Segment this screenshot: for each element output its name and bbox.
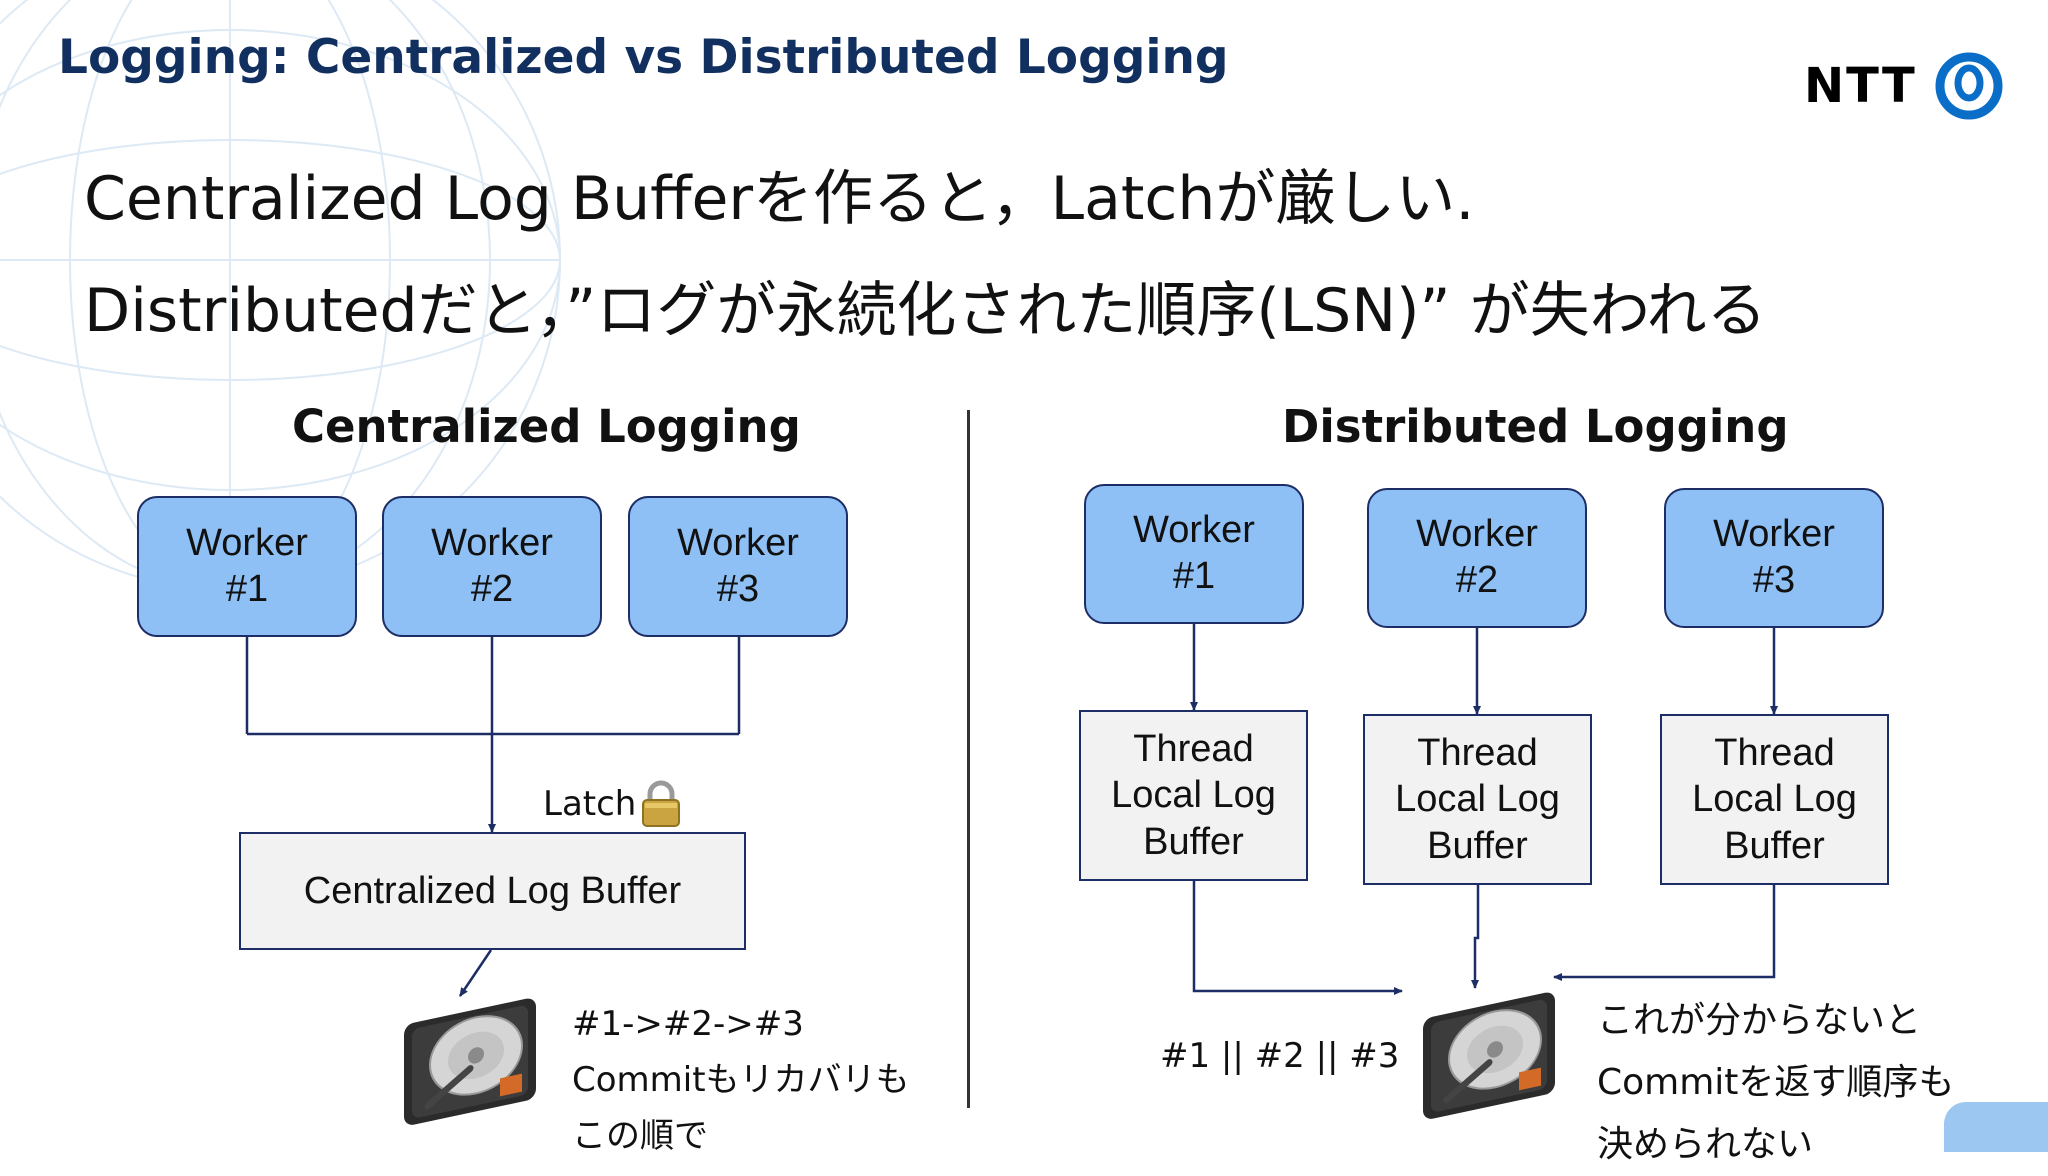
buffer-line: Buffer bbox=[1724, 824, 1825, 867]
centralized-commit-note: #1->#2->#3 Commitもリカバリも この順で bbox=[572, 996, 910, 1164]
centralized-arrow-to-disk bbox=[458, 949, 493, 997]
note-line: この順で bbox=[572, 1116, 708, 1156]
centralized-log-buffer: Centralized Log Buffer bbox=[239, 832, 746, 950]
logo-text: NTT bbox=[1804, 58, 1917, 114]
lock-icon bbox=[642, 780, 681, 827]
buffer-line: Local Log bbox=[1111, 774, 1276, 817]
buffer-label: Centralized Log Buffer bbox=[303, 869, 682, 912]
parallel-order-label: #1 || #2 || #3 bbox=[1160, 1036, 1400, 1076]
worker-label: Worker bbox=[1133, 509, 1255, 552]
latch-label: Latch bbox=[543, 780, 682, 828]
thread-local-log-buffer-1: Thread Local Log Buffer bbox=[1079, 710, 1308, 881]
note-line: これが分からないと bbox=[1597, 1000, 1922, 1041]
corner-decoration bbox=[1944, 1102, 2048, 1152]
slide-title: Logging: Centralized vs Distributed Logg… bbox=[58, 30, 1229, 85]
note-line: Commitもリカバリも bbox=[572, 1060, 910, 1100]
buffer-line: Thread bbox=[1417, 731, 1538, 774]
worker-number: #3 bbox=[1752, 559, 1796, 601]
note-line: #1->#2->#3 bbox=[572, 1004, 804, 1044]
buffer-line: Local Log bbox=[1395, 778, 1560, 821]
distributed-arrow-buffer1 bbox=[1192, 880, 1403, 995]
worker-number: #1 bbox=[225, 567, 269, 610]
hard-disk-icon bbox=[404, 998, 536, 1125]
centralized-worker-1: Worker #1 bbox=[137, 496, 357, 637]
distributed-arrow-buffer3 bbox=[1553, 884, 1776, 981]
worker-label: Worker bbox=[677, 521, 799, 564]
ntt-ring-logo-icon bbox=[1935, 52, 2003, 120]
distributed-order-note: これが分からないと Commitを返す順序も 決められない bbox=[1597, 990, 1954, 1176]
worker-label: Worker bbox=[186, 521, 308, 564]
buffer-line: Buffer bbox=[1143, 820, 1244, 863]
latch-text: Latch bbox=[543, 784, 637, 824]
centralized-section-title: Centralized Logging bbox=[292, 400, 801, 453]
section-divider bbox=[967, 410, 970, 1108]
buffer-line: Local Log bbox=[1692, 778, 1857, 821]
worker-number: #3 bbox=[716, 567, 760, 610]
centralized-worker-3: Worker #3 bbox=[628, 496, 848, 637]
worker-number: #2 bbox=[1455, 559, 1499, 601]
distributed-section-title: Distributed Logging bbox=[1282, 400, 1789, 453]
centralized-worker-2: Worker #2 bbox=[382, 496, 602, 637]
note-line: Commitを返す順序も bbox=[1597, 1062, 1955, 1103]
bullet-centralized-latch: Centralized Log Bufferを作ると，Latchが厳しい. bbox=[84, 164, 1475, 234]
worker-number: #1 bbox=[1172, 555, 1216, 597]
distributed-arrow-buffer2 bbox=[1471, 884, 1480, 989]
note-line: 決められない bbox=[1597, 1124, 1814, 1165]
thread-local-log-buffer-2: Thread Local Log Buffer bbox=[1363, 714, 1592, 885]
ntt-logo: NTT bbox=[1804, 48, 2005, 124]
distributed-worker-1: Worker #1 bbox=[1084, 484, 1304, 624]
worker-label: Worker bbox=[1713, 513, 1835, 556]
thread-local-log-buffer-3: Thread Local Log Buffer bbox=[1660, 714, 1889, 885]
hard-disk-icon bbox=[1423, 992, 1555, 1119]
distributed-worker-2: Worker #2 bbox=[1367, 488, 1587, 628]
worker-number: #2 bbox=[470, 567, 514, 610]
buffer-line: Thread bbox=[1133, 727, 1254, 770]
distributed-worker-3: Worker #3 bbox=[1664, 488, 1884, 628]
worker-label: Worker bbox=[431, 521, 553, 564]
buffer-line: Thread bbox=[1714, 731, 1835, 774]
bullet-distributed-lsn: Distributedだと，”ログが永続化された順序(LSN)” が失われる bbox=[84, 276, 1767, 346]
buffer-line: Buffer bbox=[1427, 824, 1528, 867]
worker-label: Worker bbox=[1416, 513, 1538, 556]
